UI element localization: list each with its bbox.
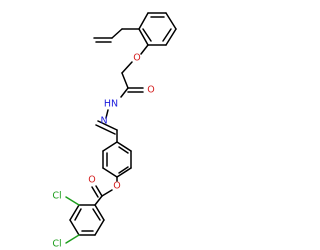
chlorine-bonds bbox=[65, 196, 80, 244]
hydrazide-carbonyl-oxygen-label: O bbox=[147, 85, 154, 96]
ester-oxygen-label: O bbox=[113, 181, 120, 192]
ester-linkage bbox=[91, 176, 118, 206]
chlorine-ortho-label: Cl bbox=[52, 191, 61, 202]
hydrazide-nh-label: HN bbox=[104, 99, 118, 110]
allyl-chain bbox=[93, 28, 140, 43]
molecule-structure: O O HN N O O bbox=[52, 12, 177, 250]
imine-linkage bbox=[95, 109, 118, 143]
top-benzene-ring bbox=[138, 12, 177, 46]
ester-carbonyl-oxygen-label: O bbox=[88, 175, 95, 186]
ether-linkage bbox=[121, 44, 149, 89]
imine-nitrogen-label: N bbox=[100, 116, 107, 127]
middle-benzene-ring bbox=[102, 141, 132, 178]
chlorine-para-label: Cl bbox=[52, 239, 61, 250]
ether-oxygen-label: O bbox=[133, 53, 140, 64]
bottom-benzene-ring bbox=[69, 204, 105, 236]
hydrazide-carbonyl bbox=[120, 87, 144, 98]
